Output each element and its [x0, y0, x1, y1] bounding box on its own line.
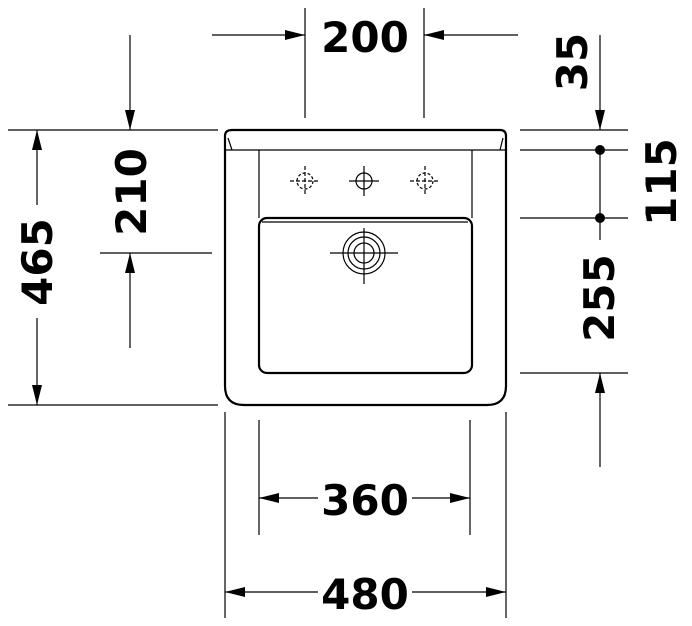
dimension-overall-depth: 465 — [8, 129, 218, 406]
drain-crosshair — [330, 228, 398, 284]
label-tap-to-drain-offset: 115 — [637, 138, 686, 226]
dimension-basin-depth-lower: 255 — [520, 218, 628, 467]
dimension-tap-to-drain-offset: 115 — [520, 138, 686, 226]
washbasin-outline — [223, 128, 508, 407]
label-tap-hole-spacing: 200 — [321, 13, 409, 62]
dimension-rim-to-tap-hole: 35 — [520, 33, 628, 151]
tap-holes — [290, 166, 440, 196]
label-overall-width: 480 — [321, 570, 409, 619]
label-basin-depth-upper: 210 — [107, 148, 156, 236]
label-basin-depth-lower: 255 — [575, 254, 624, 342]
center-tap-crosshair — [349, 166, 379, 196]
dimension-dot-upper — [595, 145, 605, 155]
bowl-outline — [257, 216, 474, 375]
tap-deck-outline — [258, 150, 473, 218]
label-overall-depth: 465 — [13, 218, 62, 306]
label-rim-to-tap-hole: 35 — [548, 33, 597, 91]
right-tap-crosshair — [410, 166, 440, 196]
drain — [330, 228, 398, 284]
dimension-basin-inner-width: 360 — [258, 420, 471, 535]
basin-outer-outline — [223, 128, 508, 407]
dimension-tap-hole-spacing: 200 — [212, 8, 518, 118]
rim-edge-line — [227, 137, 504, 151]
left-tap-crosshair — [290, 166, 320, 196]
label-basin-inner-width: 360 — [321, 476, 409, 525]
dimension-basin-depth-upper: 210 — [100, 35, 212, 348]
dimension-overall-width: 480 — [224, 412, 507, 619]
